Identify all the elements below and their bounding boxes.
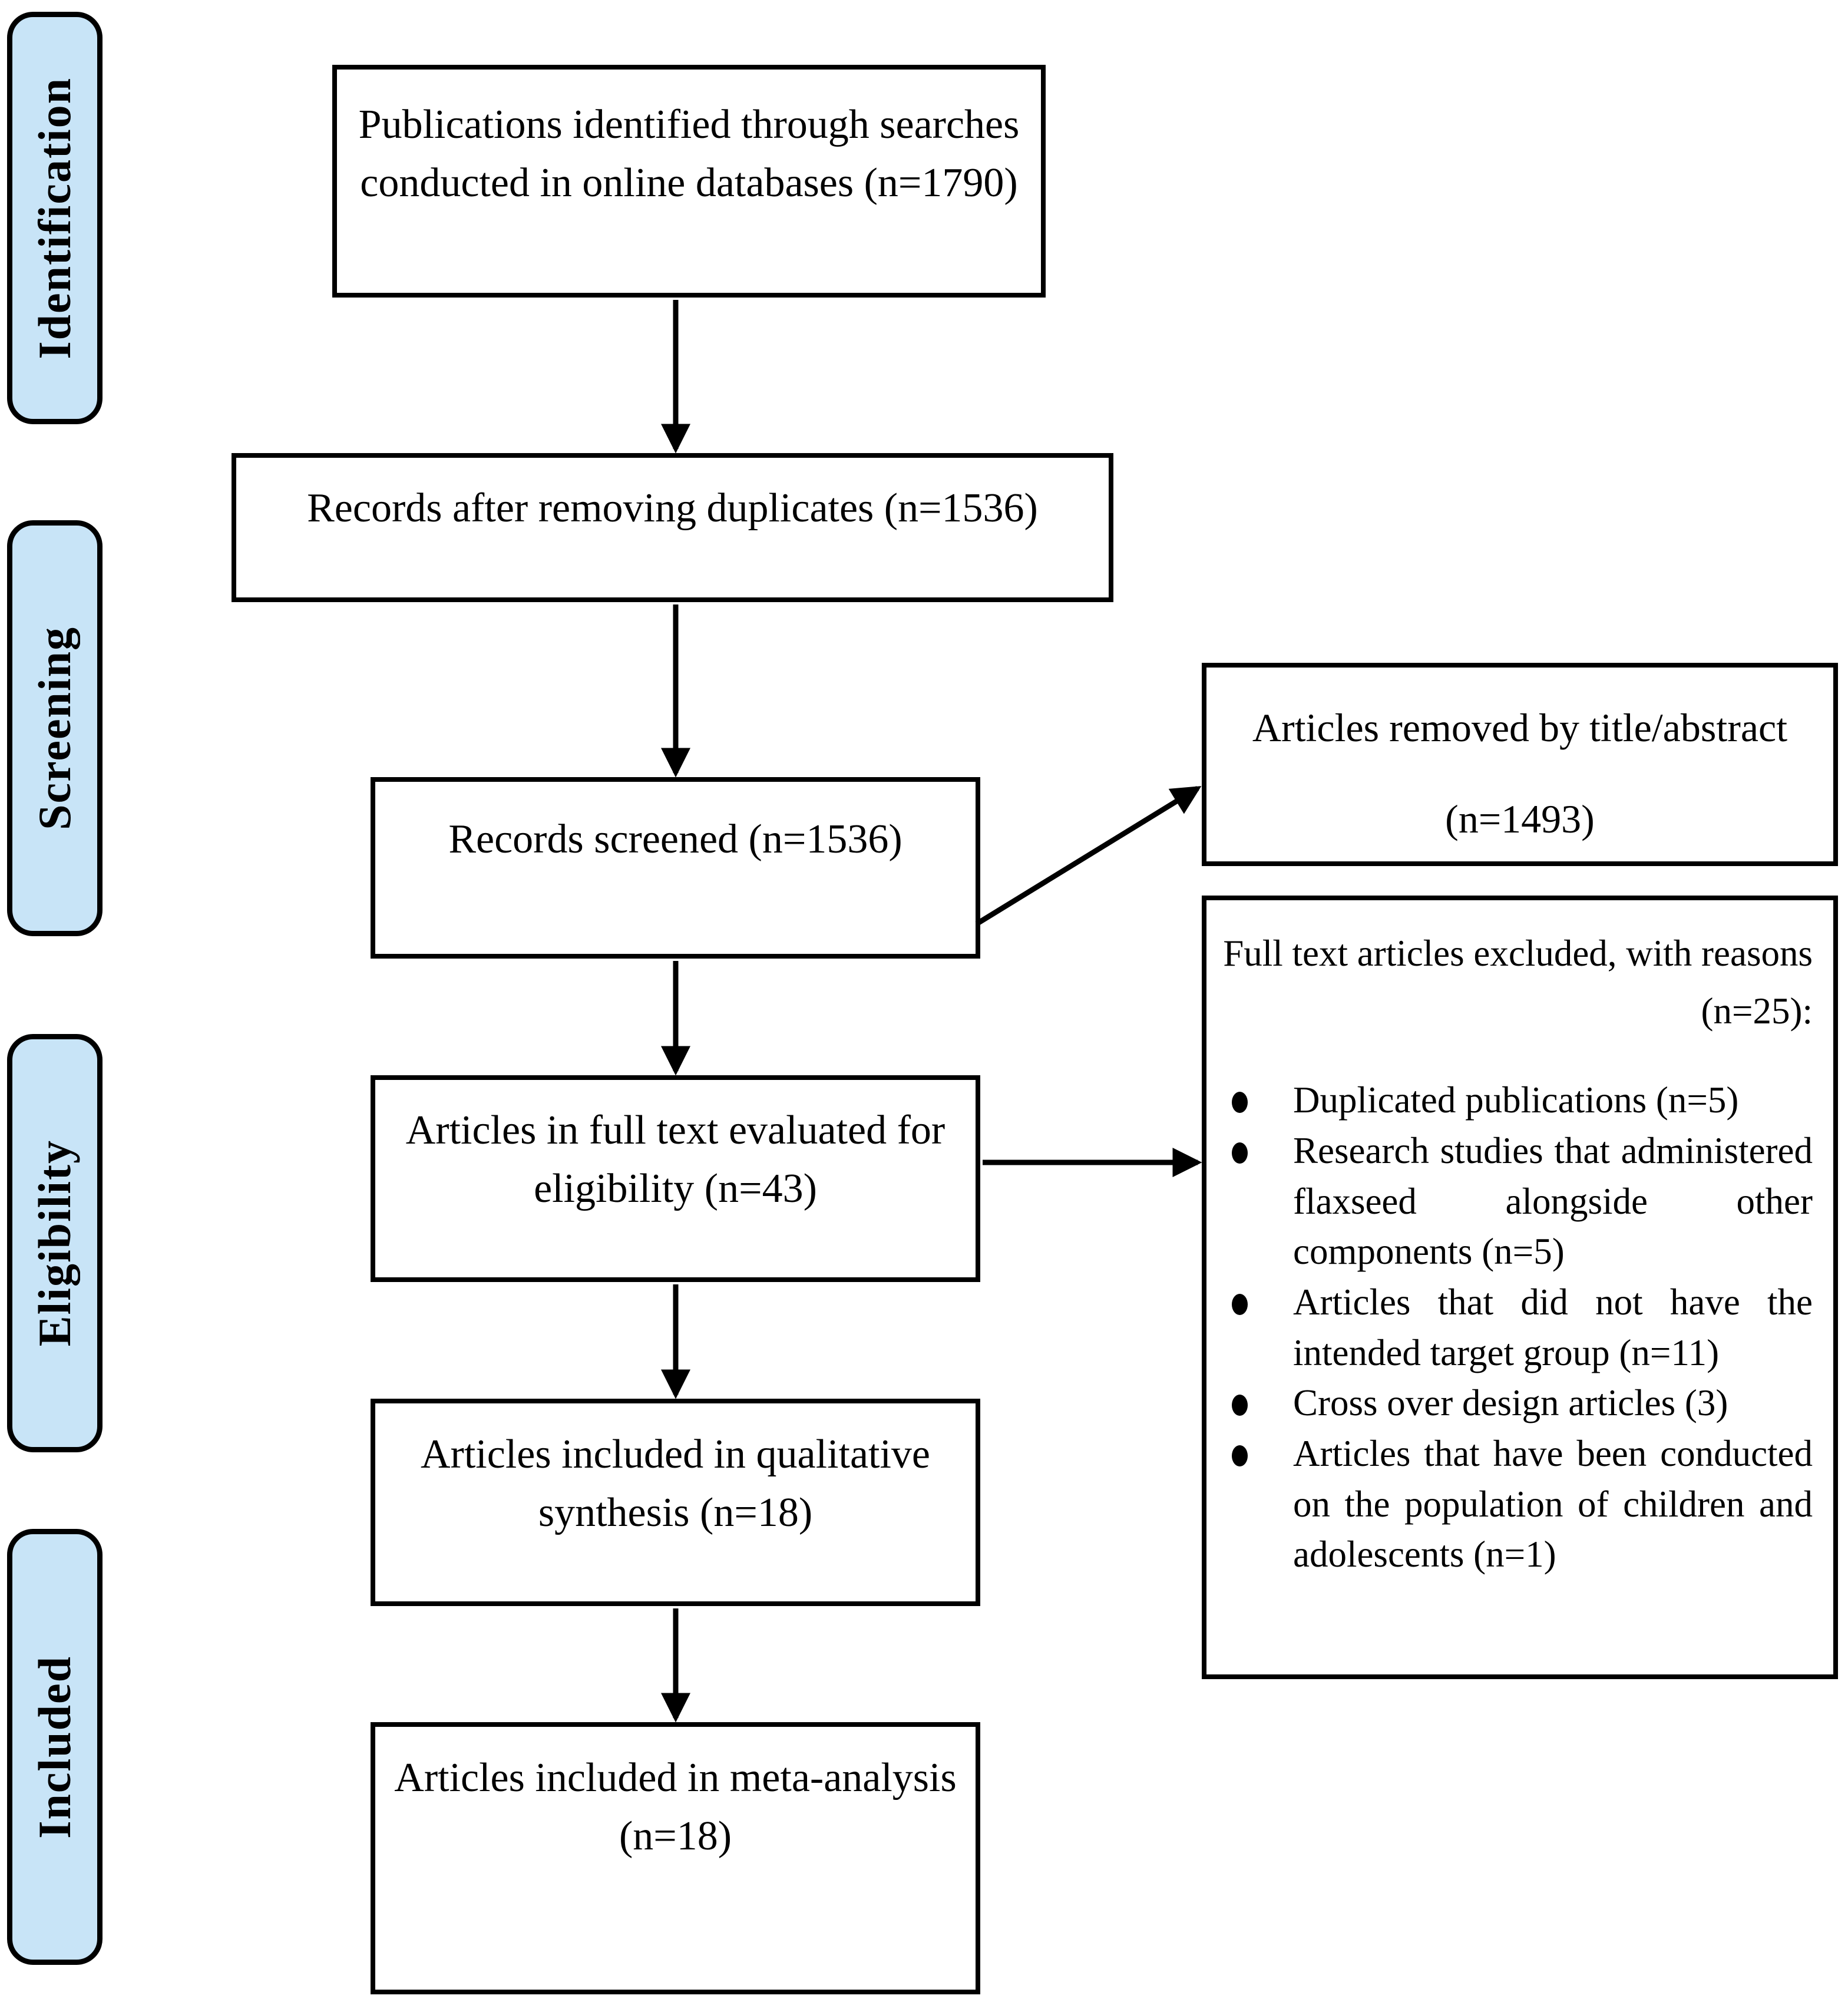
arrow-screened-to-removed: [975, 786, 1202, 926]
node-removed-title-abstract: Articles removed by title/abstract (n=14…: [1202, 663, 1838, 866]
exclusion-reason-item: Cross over design articles (3): [1221, 1378, 1813, 1429]
node-records-after-duplicates-text: Records after removing duplicates (n=153…: [307, 485, 1038, 531]
node-qualitative-synthesis-text: Articles included in qualitative synthes…: [420, 1432, 931, 1536]
exclusion-reason-item: Articles that have been conducted on the…: [1221, 1429, 1813, 1580]
node-fulltext-excluded: Full text articles excluded, with reason…: [1202, 896, 1838, 1679]
node-records-screened-text: Records screened (n=1536): [448, 817, 902, 862]
stage-chip-identification: Identification: [7, 12, 103, 424]
stage-chip-included: Included: [7, 1529, 103, 1965]
node-removed-title-abstract-text: Articles removed by title/abstract: [1252, 705, 1788, 750]
node-records-after-duplicates: Records after removing duplicates (n=153…: [232, 453, 1113, 602]
stage-chip-screening: Screening: [7, 520, 103, 936]
node-fulltext-evaluated-text: Articles in full text evaluated for elig…: [405, 1108, 946, 1212]
node-fulltext-evaluated: Articles in full text evaluated for elig…: [371, 1075, 980, 1282]
exclusion-reason-item: Research studies that administered flaxs…: [1221, 1126, 1813, 1277]
exclusion-reason-item: Articles that did not have the intended …: [1221, 1277, 1813, 1378]
stage-chip-eligibility: Eligibility: [7, 1034, 103, 1452]
node-qualitative-synthesis: Articles included in qualitative synthes…: [371, 1399, 980, 1606]
node-fulltext-excluded-header: Full text articles excluded, with reason…: [1223, 933, 1813, 1032]
node-publications-identified: Publications identified through searches…: [332, 65, 1046, 298]
exclusion-reason-item: Duplicated publications (n=5): [1221, 1075, 1813, 1126]
exclusion-reason-list: Duplicated publications (n=5) Research s…: [1221, 1075, 1813, 1580]
node-meta-analysis: Articles included in meta-analysis (n=18…: [371, 1722, 980, 1994]
node-removed-title-abstract-count: (n=1493): [1445, 797, 1595, 841]
node-meta-analysis-text: Articles included in meta-analysis (n=18…: [394, 1755, 957, 1859]
node-records-screened: Records screened (n=1536): [371, 777, 980, 959]
node-publications-identified-text: Publications identified through searches…: [358, 102, 1020, 206]
